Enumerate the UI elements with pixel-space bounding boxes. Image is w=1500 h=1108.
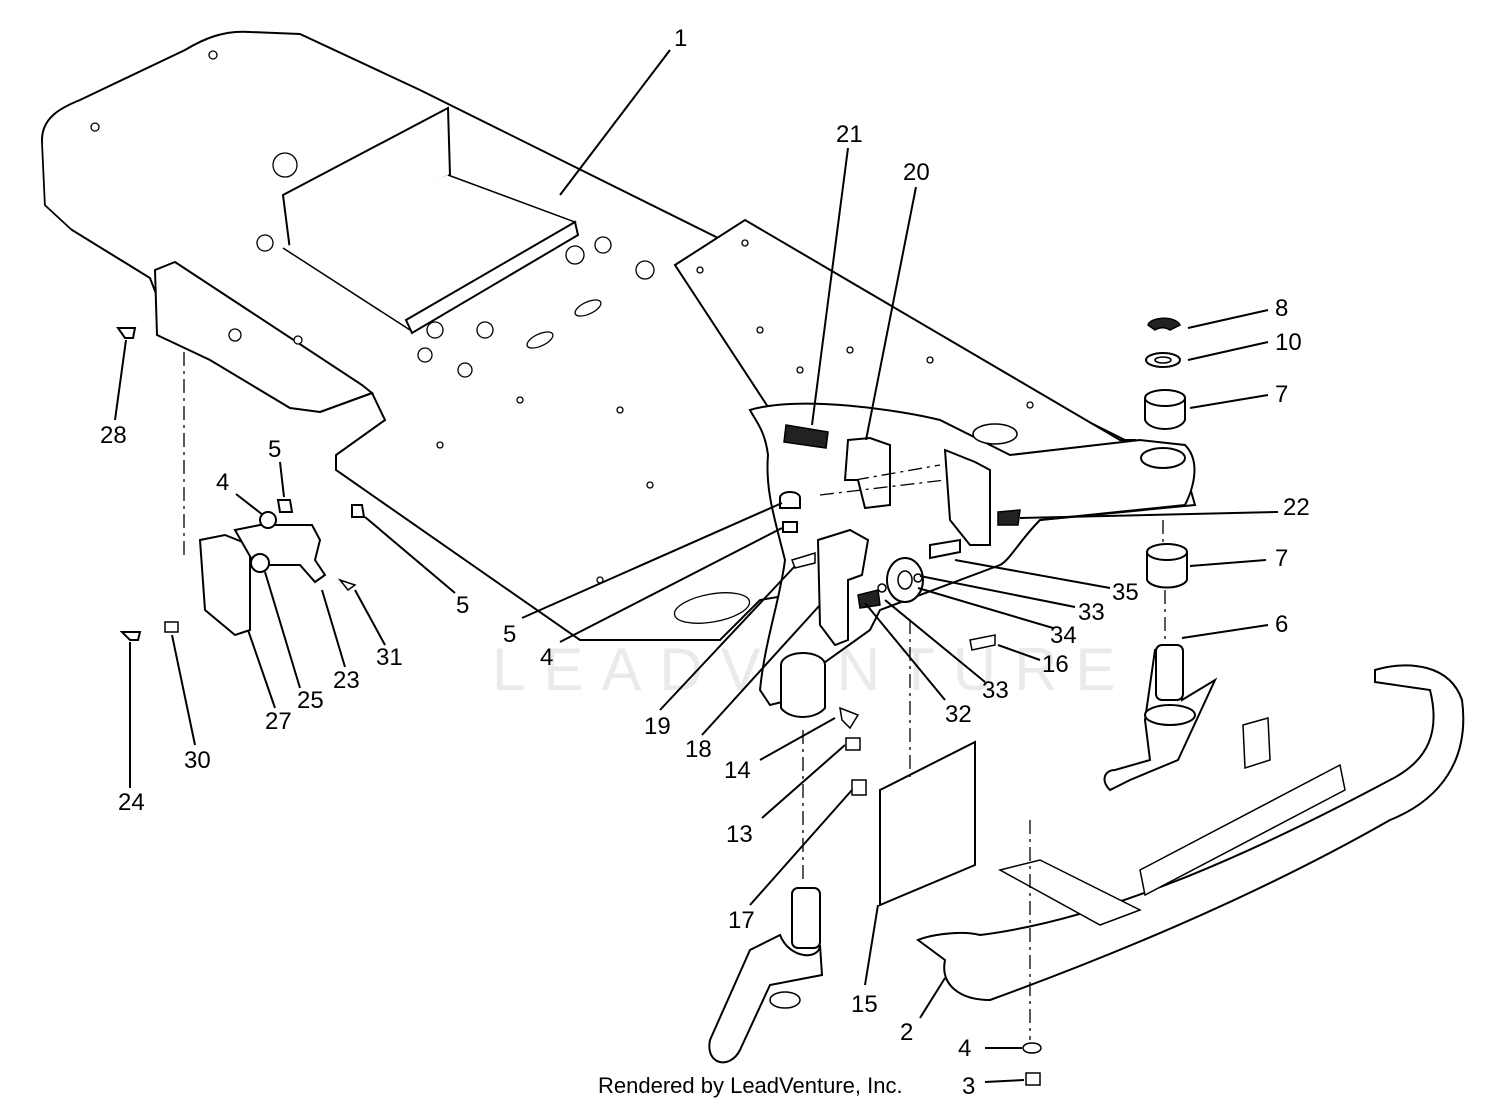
callout-10: 10 — [1275, 329, 1302, 356]
callout-7-bottom: 7 — [1275, 545, 1288, 572]
callout-15: 15 — [851, 991, 878, 1018]
callout-6: 6 — [1275, 611, 1288, 638]
caster-left — [708, 887, 824, 1064]
callout-31: 31 — [376, 644, 403, 671]
bumper — [915, 664, 1465, 1002]
callout-24: 24 — [118, 789, 145, 816]
callout-5-right: 5 — [456, 592, 469, 619]
callout-5-left: 5 — [268, 436, 281, 463]
callout-23: 23 — [333, 667, 360, 694]
centerlines — [183, 352, 1166, 1040]
callout-13: 13 — [726, 821, 753, 848]
spacer-stack — [1144, 317, 1188, 589]
callout-34: 34 — [1050, 622, 1077, 649]
callout-1: 1 — [674, 25, 687, 52]
callout-33-lower: 33 — [982, 677, 1009, 704]
callout-17: 17 — [728, 907, 755, 934]
callout-4-center: 4 — [540, 644, 553, 671]
callout-27: 27 — [265, 708, 292, 735]
callout-labels: 1 21 20 8 10 7 22 7 6 35 33 34 16 33 32 … — [100, 25, 1310, 1100]
callout-35: 35 — [1112, 579, 1139, 606]
callout-28: 28 — [100, 422, 127, 449]
footer-credit: Rendered by LeadVenture, Inc. — [598, 1073, 903, 1098]
callout-32: 32 — [945, 701, 972, 728]
callout-8: 8 — [1275, 295, 1288, 322]
callout-20: 20 — [903, 159, 930, 186]
callout-25: 25 — [297, 687, 324, 714]
callout-2: 2 — [900, 1019, 913, 1046]
caster-right — [1103, 644, 1218, 792]
callout-22: 22 — [1283, 494, 1310, 521]
callout-7-top: 7 — [1275, 381, 1288, 408]
left-bracket — [116, 327, 366, 641]
callout-5-center: 5 — [503, 621, 516, 648]
callout-14: 14 — [724, 757, 751, 784]
callout-30: 30 — [184, 747, 211, 774]
callout-33-upper: 33 — [1078, 599, 1105, 626]
callout-4-bottom: 4 — [958, 1035, 971, 1062]
callout-16: 16 — [1042, 651, 1069, 678]
callout-3: 3 — [962, 1073, 975, 1100]
callout-21: 21 — [836, 121, 863, 148]
center-linkage — [779, 424, 1042, 1086]
callout-18: 18 — [685, 736, 712, 763]
leader-lines — [114, 49, 1279, 1083]
callout-4-left: 4 — [216, 469, 229, 496]
callout-19: 19 — [644, 713, 671, 740]
